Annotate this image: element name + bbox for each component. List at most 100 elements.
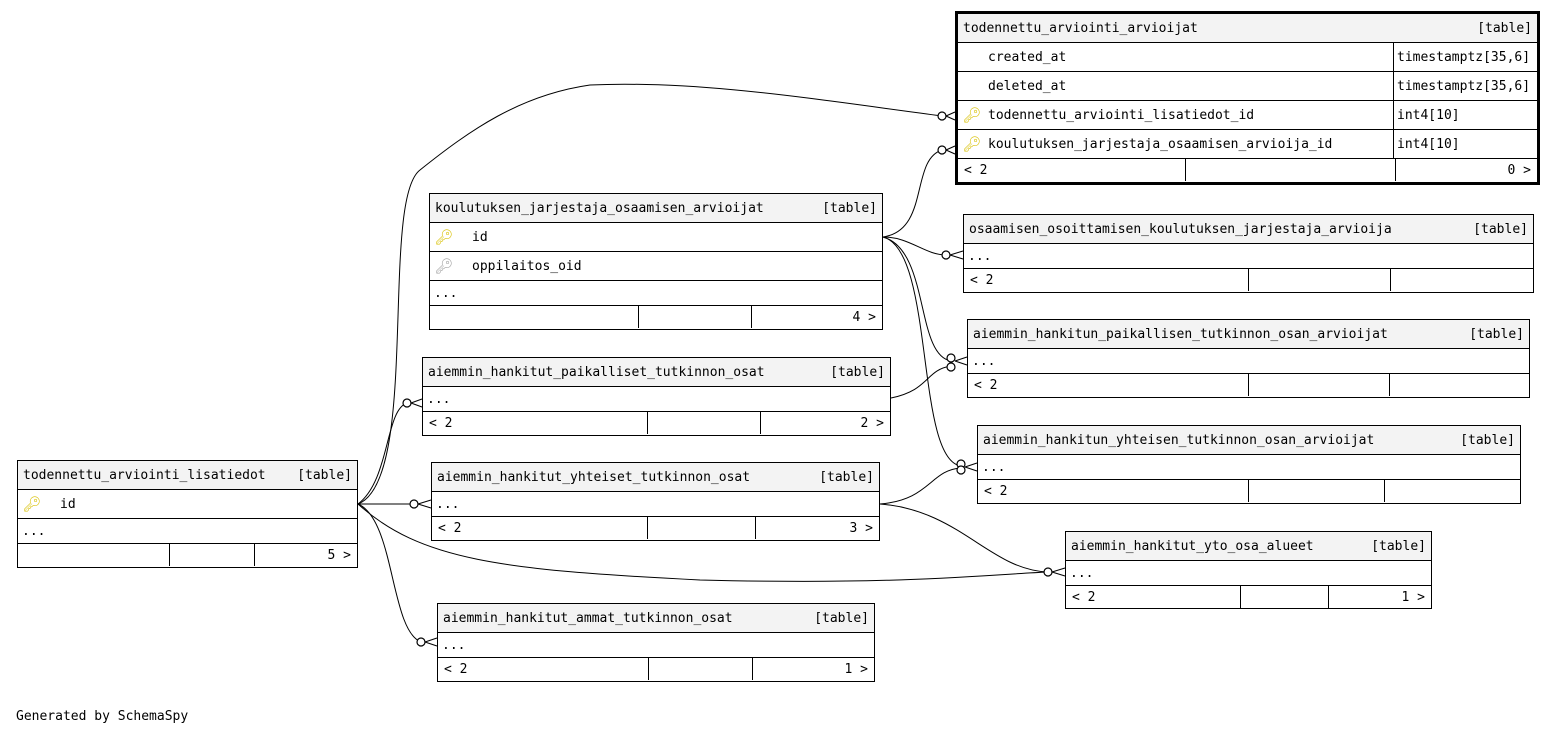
row-count (1249, 480, 1385, 502)
children-count[interactable] (1391, 269, 1533, 291)
table-header: koulutuksen_jarjestaja_osaamisen_arvioij… (430, 194, 882, 223)
row-count (648, 517, 756, 539)
parents-count[interactable]: < 2 (432, 517, 648, 539)
table-todennettu-arviointi-lisatiedot[interactable]: todennettu_arviointi_lisatiedot [table] … (17, 460, 358, 568)
crowfoot (945, 145, 956, 155)
more-columns-ellipsis: ... (18, 519, 357, 544)
table-footer: < 2 (964, 269, 1533, 291)
parents-count[interactable]: < 2 (958, 159, 1186, 181)
more-columns-ellipsis: ... (432, 492, 879, 517)
table-type-tag: [table] (1460, 432, 1515, 448)
table-header: aiemmin_hankitut_yhteiset_tutkinnon_osat… (432, 463, 879, 492)
crowfoot (417, 499, 432, 509)
table-name: aiemmin_hankitut_ammat_tutkinnon_osat (443, 610, 733, 626)
table-name: todennettu_arviointi_lisatiedot (23, 467, 266, 483)
table-aiemmin-hankitut-paikalliset-tutkinnon-osat[interactable]: aiemmin_hankitut_paikalliset_tutkinnon_o… (422, 357, 891, 436)
table-footer: < 2 2 > (423, 412, 890, 434)
table-type-tag: [table] (814, 610, 869, 626)
column-name: created_at (988, 49, 1067, 65)
table-name: osaamisen_osoittamisen_koulutuksen_jarje… (969, 221, 1392, 237)
column-name: id (60, 496, 76, 512)
table-footer: 5 > (18, 544, 357, 566)
column-type: int4[10] (1393, 101, 1537, 129)
table-footer: < 2 (978, 480, 1520, 502)
edge-kjoa-ahyta (882, 236, 962, 467)
edge-end-circle (946, 362, 956, 372)
edge-tal-ahato (357, 503, 422, 643)
parents-count[interactable] (430, 306, 639, 328)
edge-tal-ahyoa (357, 503, 1049, 582)
edge-end-circle (956, 465, 966, 475)
table-name: aiemmin_hankitut_yhteiset_tutkinnon_osat (437, 469, 751, 485)
column-row: deleted_at timestamptz[35,6] (958, 72, 1537, 101)
primary-key-icon: 🔑︎ (962, 105, 982, 124)
column-type: timestamptz[35,6] (1393, 72, 1537, 100)
row-count (1186, 159, 1396, 181)
edge-ahpto-ahpta (890, 365, 952, 399)
primary-key-icon: 🔑︎ (962, 134, 982, 153)
generated-by-credit[interactable]: Generated by SchemaSpy (16, 709, 189, 724)
table-name: aiemmin_hankitut_yto_osa_alueet (1071, 538, 1314, 554)
children-count[interactable]: 3 > (849, 520, 873, 536)
column-row: 🔑︎ id (430, 223, 882, 252)
table-koulutuksen-jarjestaja-osaamisen-arvioijat[interactable]: koulutuksen_jarjestaja_osaamisen_arvioij… (429, 193, 883, 330)
row-count (1249, 374, 1390, 396)
more-columns-ellipsis: ... (430, 281, 882, 306)
table-type-tag: [table] (830, 364, 885, 380)
table-osaamisen-osoittamisen-koulutuksen-jarjestaja-arvioija[interactable]: osaamisen_osoittamisen_koulutuksen_jarje… (963, 214, 1534, 293)
more-columns-ellipsis: ... (978, 455, 1520, 480)
table-type-tag: [table] (819, 469, 874, 485)
table-footer: < 2 (968, 374, 1529, 396)
parents-count[interactable]: < 2 (438, 658, 649, 680)
parents-count[interactable]: < 2 (968, 374, 1249, 396)
row-count (648, 412, 761, 434)
table-footer: < 2 1 > (1066, 586, 1431, 608)
children-count[interactable] (1385, 480, 1520, 502)
column-name: deleted_at (988, 78, 1067, 94)
parents-count[interactable]: < 2 (964, 269, 1249, 291)
crowfoot (945, 111, 956, 121)
more-columns-ellipsis: ... (968, 349, 1529, 374)
edge-tal-ahpto (357, 402, 408, 505)
table-header: aiemmin_hankitut_ammat_tutkinnon_osat [t… (438, 604, 874, 633)
children-count[interactable]: 1 > (1401, 589, 1425, 605)
table-type-tag: [table] (1371, 538, 1426, 554)
crowfoot (964, 462, 978, 472)
edge-end-circle (1043, 567, 1053, 577)
table-footer: < 2 3 > (432, 517, 879, 539)
table-aiemmin-hankitun-yhteisen-tutkinnon-osan-arvioijat[interactable]: aiemmin_hankitun_yhteisen_tutkinnon_osan… (977, 425, 1521, 504)
table-header: aiemmin_hankitun_paikallisen_tutkinnon_o… (968, 320, 1529, 349)
edge-ahyto-ahyoa (879, 503, 1049, 573)
table-todennettu-arviointi-arvioijat[interactable]: todennettu_arviointi_arvioijat [table] c… (955, 11, 1540, 185)
edge-end-circle (409, 499, 419, 509)
parents-count[interactable]: < 2 (978, 480, 1249, 502)
edge-kjoa-focus (882, 149, 943, 238)
children-count[interactable]: 4 > (852, 309, 876, 325)
column-row: 🔑︎ koulutuksen_jarjestaja_osaamisen_arvi… (958, 130, 1537, 159)
table-type-tag: [table] (1473, 221, 1528, 237)
primary-key-icon: 🔑︎ (22, 494, 42, 513)
more-columns-ellipsis: ... (964, 244, 1533, 269)
table-name: aiemmin_hankitut_paikalliset_tutkinnon_o… (428, 364, 765, 380)
children-count[interactable]: 1 > (844, 661, 868, 677)
parents-count[interactable]: < 2 (423, 412, 648, 434)
children-count[interactable]: 5 > (327, 547, 351, 563)
table-aiemmin-hankitun-paikallisen-tutkinnon-osan-arvioijat[interactable]: aiemmin_hankitun_paikallisen_tutkinnon_o… (967, 319, 1530, 398)
parents-count[interactable]: < 2 (1066, 586, 1241, 608)
table-type-tag: [table] (1477, 20, 1532, 36)
children-count[interactable]: 2 > (860, 415, 884, 431)
table-aiemmin-hankitut-yhteiset-tutkinnon-osat[interactable]: aiemmin_hankitut_yhteiset_tutkinnon_osat… (431, 462, 880, 541)
parents-count[interactable] (18, 544, 170, 566)
table-header: todennettu_arviointi_arvioijat [table] (958, 14, 1537, 43)
table-header: aiemmin_hankitut_paikalliset_tutkinnon_o… (423, 358, 890, 387)
children-count[interactable] (1390, 374, 1529, 396)
table-name: aiemmin_hankitun_paikallisen_tutkinnon_o… (973, 326, 1388, 342)
column-name: oppilaitos_oid (472, 258, 582, 274)
foreign-key-icon: 🔑︎ (434, 256, 454, 275)
table-footer: < 2 1 > (438, 658, 874, 680)
edge-end-circle (946, 353, 956, 363)
children-count[interactable]: 0 > (1507, 162, 1531, 178)
table-aiemmin-hankitut-yto-osa-alueet[interactable]: aiemmin_hankitut_yto_osa_alueet [table] … (1065, 531, 1432, 609)
table-aiemmin-hankitut-ammat-tutkinnon-osat[interactable]: aiemmin_hankitut_ammat_tutkinnon_osat [t… (437, 603, 875, 682)
